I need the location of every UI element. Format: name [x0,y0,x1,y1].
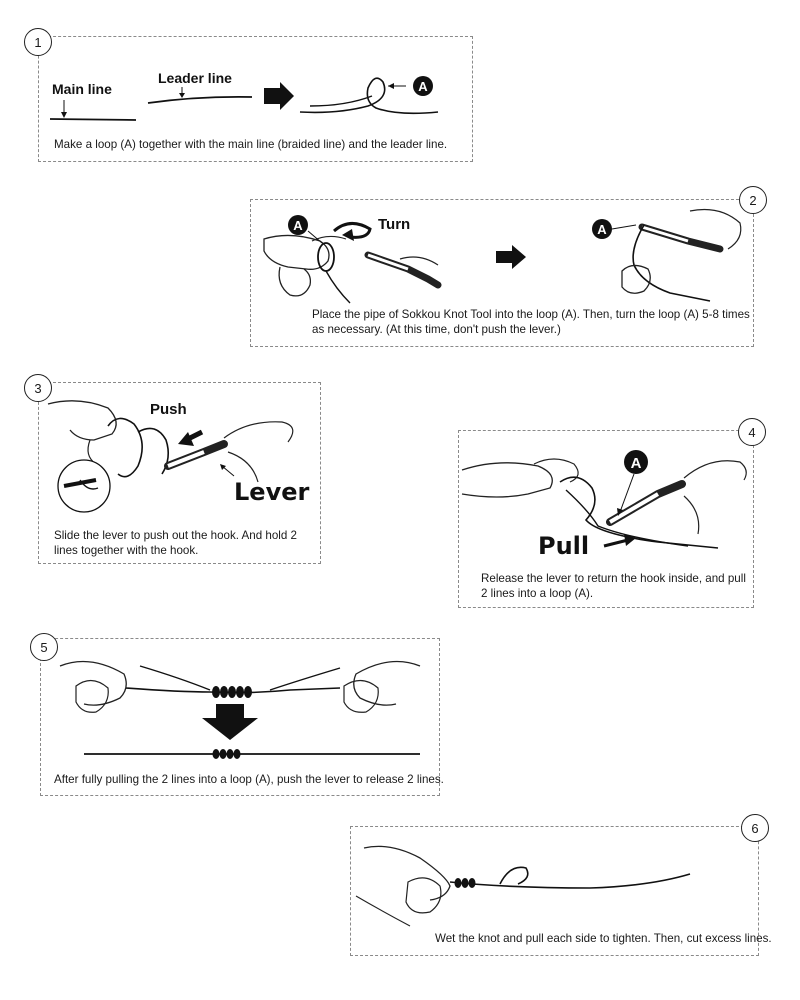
pull-label: Pull [538,532,589,560]
step-1-caption: Make a loop (A) together with the main l… [54,138,448,151]
step-3-caption-line-1: Slide the lever to push out the hook. An… [54,529,297,542]
svg-text:A: A [418,79,428,94]
step-2-number-badge: 2 [739,186,767,214]
step-3-illustration: Push Lever [47,400,309,513]
left-hand-drawing [263,234,330,270]
step-6-caption: Wet the knot and pull each side to tight… [435,932,772,945]
loop-drawing [299,77,439,115]
loop-a-marker-right-icon [592,219,612,239]
right-hand-drawing [353,660,421,706]
svg-text:A: A [293,218,303,233]
step-6-panel [350,826,759,956]
pull-arrow-icon [603,538,629,548]
left-hand-drawing [59,660,127,706]
main-line-label: Main line [52,81,112,97]
step-4-illustration: A Pull [461,450,747,560]
step-3-number-badge: 3 [24,374,52,402]
leader-line-label: Leader line [158,70,232,86]
knot-wraps-bottom [212,749,241,759]
step-5-illustration [59,660,421,759]
svg-text:A: A [597,222,607,237]
step-3-caption-line-2: lines together with the hook. [54,544,199,557]
step-1-number-badge: 1 [24,28,52,56]
step-4-caption-line-2: 2 lines into a loop (A). [481,587,594,600]
main-line-drawing [49,118,137,121]
step-6-illustration [355,845,691,927]
knot-wraps-top [212,686,252,698]
hand-drawing [363,845,451,901]
svg-text:A: A [631,455,642,472]
step-1-arrow-icon [264,82,294,110]
turn-arrow-icon [333,222,372,239]
step-6-number-badge: 6 [741,814,769,842]
step-5-down-arrow-icon [202,704,258,740]
step-4-caption-line-1: Release the lever to return the hook ins… [481,572,746,585]
turn-label: Turn [378,216,410,233]
left-hand-drawing [47,400,117,441]
step-2-caption-line-1: Place the pipe of Sokkou Knot Tool into … [312,308,750,321]
tag-end-loop [499,866,529,885]
lever-label: Lever [234,478,309,506]
step-4-number-badge: 4 [738,418,766,446]
right-hand-drawing [621,264,651,294]
step-2-caption-line-2: as necessary. (At this time, don't push … [312,323,561,336]
step-2-illustration: Turn A A [263,208,742,304]
loop-a-marker-icon [624,450,648,474]
step-5-number-badge: 5 [30,633,58,661]
tightened-knot [454,878,476,888]
push-label: Push [150,401,187,418]
hook-detail-inset [57,459,111,513]
left-hand-drawing [461,462,553,498]
step-1-panel [38,36,473,162]
step-2-arrow-icon [496,245,526,269]
loop-a-marker-icon [413,76,433,96]
step-2-panel [250,199,754,347]
step-5-caption: After fully pulling the 2 lines into a l… [54,773,444,786]
step-4-panel [458,430,754,608]
step-1-illustration: Main line Leader line A [49,70,439,121]
loop-a-marker-left-icon [288,215,308,235]
leader-line-drawing [147,95,253,104]
